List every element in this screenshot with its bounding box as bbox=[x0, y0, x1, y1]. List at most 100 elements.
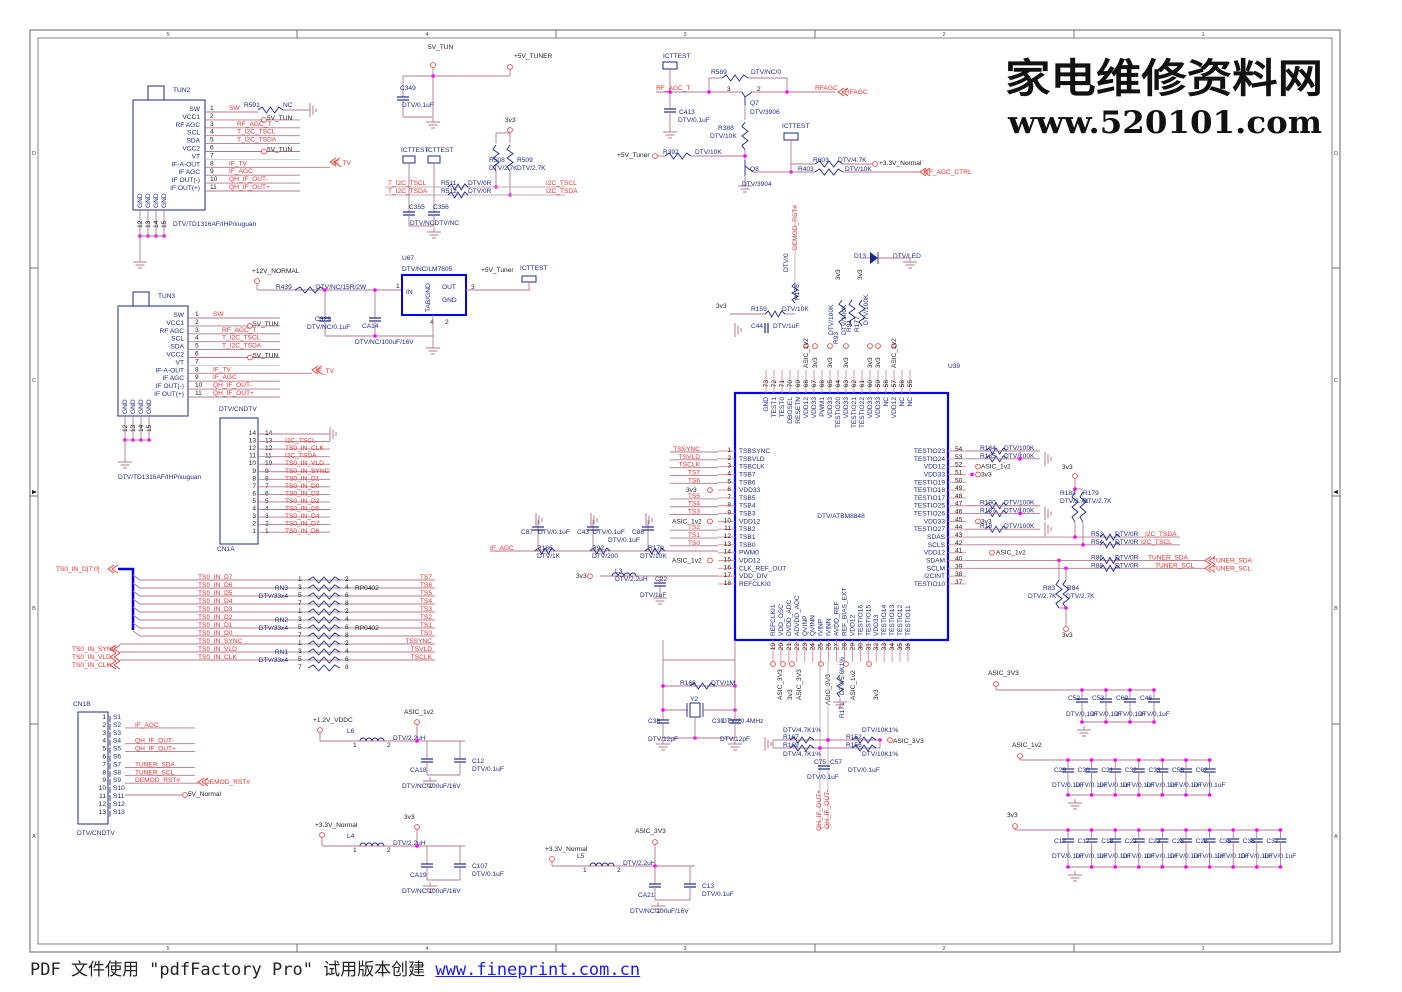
u39-bottom_pins-1-label: VDD_OSC bbox=[778, 604, 785, 636]
junction-dot bbox=[826, 738, 830, 742]
cn1a-pins-0-label: 14 bbox=[249, 430, 257, 437]
inductor-symbol bbox=[589, 862, 615, 867]
power-port-icon bbox=[812, 343, 818, 349]
power-port-icon bbox=[975, 463, 981, 470]
u39-bottom_pins-3-label: ADVDD_ADC bbox=[794, 595, 801, 636]
footer-link[interactable]: www.fineprint.com.cn bbox=[435, 960, 641, 980]
junction-dot bbox=[1081, 543, 1085, 547]
caps-2-val-label: DTV/0.1uF bbox=[1194, 853, 1226, 860]
pwr-0-l-label: L6 bbox=[347, 728, 355, 735]
resistor-symbol bbox=[307, 664, 341, 672]
u39right-r27-label: DTV/2.7K bbox=[1060, 498, 1089, 505]
u39-bottom_pins-5-label: QVINN bbox=[810, 615, 817, 636]
u39-bottom_nums-6-label: 25 bbox=[818, 643, 825, 651]
tun2-ref-label: TUN2 bbox=[173, 87, 191, 94]
resistor-symbol bbox=[447, 191, 469, 199]
u39left-nets-9-label: ASIC_1v2 bbox=[672, 518, 702, 525]
pwr-2-p2-label: 2 bbox=[617, 867, 621, 874]
tun2-pins-7-label: IF-A-OUT bbox=[171, 161, 200, 168]
i2c-r508-label: R508 bbox=[489, 157, 505, 164]
u39right-asic2-label: ASIC_1v2 bbox=[996, 550, 1026, 557]
i2c-v5t-label: +5V_TUNER bbox=[514, 53, 553, 60]
inductor-symbol bbox=[359, 737, 385, 742]
rn-rnum-9-label: 4 bbox=[345, 648, 349, 655]
nums-9-label: 10 bbox=[99, 785, 107, 792]
pwr-1-c-label: C107 bbox=[472, 863, 488, 870]
power-port-icon bbox=[247, 323, 253, 329]
reg-c1v-label: DTV/NC/0.1uF bbox=[307, 324, 350, 331]
cn1a-pins-10-label: 4 bbox=[265, 506, 269, 513]
junction-dot bbox=[661, 684, 665, 688]
u39-bottom_nums-3-label: 22 bbox=[794, 643, 801, 651]
resistor-symbol bbox=[1099, 533, 1121, 541]
caps-1-refs-4-label: C33 bbox=[1148, 767, 1160, 774]
resistor-symbol bbox=[307, 624, 341, 632]
pwr-1-l-label: L4 bbox=[347, 833, 355, 840]
tun3-nets-2-label: RF_AGC_T bbox=[222, 327, 256, 334]
rn-lnum-1-label: 3 bbox=[298, 584, 302, 591]
u39-right_pins-6-label: TESTIO17 bbox=[914, 495, 945, 502]
offpage-port-icon bbox=[111, 564, 119, 574]
nums-1-label: 2 bbox=[102, 722, 106, 729]
u39left-nets-12-label: TS0 bbox=[688, 540, 700, 547]
power-port-icon bbox=[770, 661, 776, 667]
resistor-symbol bbox=[307, 600, 341, 608]
u39-right_pins-0-label: TESTIO23 bbox=[914, 448, 945, 455]
nums-5-label: 6 bbox=[195, 351, 199, 358]
u39-top_pins-18-label: NC bbox=[907, 397, 914, 407]
tun2-gnd-2-label: GND bbox=[153, 193, 160, 208]
u39-bottom_nums-17-label: 36 bbox=[905, 643, 912, 651]
u39right-asic1-label: ASIC_1v2 bbox=[981, 464, 1011, 471]
resistor-symbol bbox=[836, 674, 844, 698]
junction-dot bbox=[1089, 793, 1094, 797]
cn1b-pwr-label: 5V_Normal bbox=[188, 791, 222, 798]
rn-right-7-label: TS0 bbox=[420, 630, 432, 637]
junction-dot bbox=[1113, 758, 1117, 762]
pwr-0-vout-label: ASIC_1v2 bbox=[404, 709, 434, 716]
u39-top_pins-12-label: TESTIO22 bbox=[859, 397, 866, 428]
u39bottom-nets-5-label: 3v3 bbox=[873, 689, 880, 700]
nums-17-label: 18 bbox=[724, 580, 732, 587]
power-port-icon bbox=[867, 343, 873, 349]
component-body bbox=[402, 155, 416, 164]
u39-bottom_pins-15-label: TESTIO13 bbox=[889, 605, 896, 636]
u39left-c88-label: C88 bbox=[632, 529, 644, 536]
u39-right_pins-8-label: TESTIO26 bbox=[914, 511, 945, 518]
resistor-symbol bbox=[307, 640, 341, 648]
i2c-v33-label: 3v3 bbox=[505, 117, 516, 124]
u39right-r183-label: R183 bbox=[1060, 490, 1076, 497]
u39right-pscl-label: TUNER_SCL bbox=[1212, 565, 1252, 572]
nums-6-label: 7 bbox=[210, 152, 214, 159]
u39right-k-label: DTV/100K bbox=[1004, 453, 1035, 460]
u39right-tsda-label: TUNER_SDA bbox=[1148, 554, 1189, 561]
cn1a-part-label: DTV/CNDTV bbox=[219, 406, 257, 413]
offpage-port-icon bbox=[113, 660, 121, 670]
cn1b-pins-8-label: S9 bbox=[113, 777, 121, 784]
u39-bottom_pins-13-label: VDD33 bbox=[873, 614, 880, 636]
u39left-ifagc-label: IF_AGC bbox=[490, 545, 514, 552]
top-pn-0-label: ASIC_1v2 bbox=[803, 338, 810, 368]
power-port-icon bbox=[827, 343, 833, 349]
u39right-i2cscl-label: I2C_TSCL bbox=[1141, 539, 1172, 546]
u39-top_pins-4-label: RESETN bbox=[795, 397, 802, 424]
cn1a-pins-0-label: 14 bbox=[265, 430, 273, 437]
rfagc-ctrl-label: RF_AGC_CTRL bbox=[924, 169, 972, 176]
junction-dot bbox=[1018, 457, 1022, 461]
u39-top_nums-5-label: 68 bbox=[803, 380, 810, 388]
top-v2-label: 3v3 bbox=[857, 269, 864, 280]
nums-2-label: 3 bbox=[195, 327, 199, 334]
junction-dot bbox=[1137, 793, 1141, 797]
i2c-cv-label: DTV/NCDTV/NC bbox=[410, 220, 459, 227]
u39right-r179-label: R179 bbox=[1083, 490, 1099, 497]
cn1a-pins-12-label: 2 bbox=[252, 521, 256, 528]
u39-part-label: DTV/ATBM8848 bbox=[817, 513, 865, 520]
caps-2-refs-0-label: C14 bbox=[1054, 838, 1066, 845]
cn1a-pins-13-label: 1 bbox=[252, 528, 256, 535]
u39-top_nums-8-label: 65 bbox=[827, 380, 834, 388]
cn1a-nets-10-label: TS0_IN_D5 bbox=[285, 506, 320, 513]
rn-lnum-9-label: 3 bbox=[298, 648, 302, 655]
top-led-label: DTV/LED bbox=[893, 253, 921, 260]
u39bottom-asic-label: ASIC_3V3 bbox=[893, 738, 924, 745]
resistor-symbol bbox=[851, 736, 877, 744]
u39-bottom_pins-7-label: IVINN bbox=[826, 618, 833, 636]
